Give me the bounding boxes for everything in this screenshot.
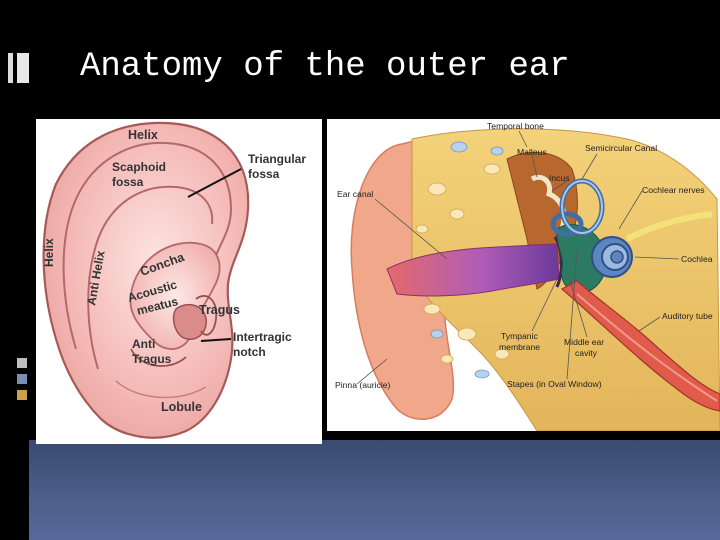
label-tragus: Tragus <box>199 303 240 317</box>
lobule-shape <box>115 380 207 399</box>
auditory-tube-highlight <box>576 293 718 402</box>
triangular-fossa-leader <box>187 168 242 198</box>
label-triangular: Triangular <box>248 152 306 166</box>
label-intertragic: Intertragic <box>233 330 292 344</box>
label-intertragic-notch: notch <box>233 345 266 359</box>
label-auditory-tube: Auditory tube <box>662 311 713 321</box>
ear-cross-section-diagram: Temporal bone Malleus Semicircular Canal… <box>335 121 720 432</box>
bone-texture <box>415 163 510 364</box>
outer-ear-diagram: Helix Scaphoid fossa Triangular fossa He… <box>42 121 306 439</box>
label-malleus: Malleus <box>517 147 547 157</box>
label-anti: Anti <box>132 337 155 351</box>
label-tympanic: Tympanic <box>501 331 538 341</box>
label-helix-side: Helix <box>42 238 56 267</box>
label-pinna: Pinna (auricle) <box>335 380 391 390</box>
antitragus-shape <box>130 348 187 367</box>
label-stapes: Stapes (in Oval Window) <box>507 379 602 389</box>
cochlea-shape <box>591 236 633 278</box>
cochlear-nerve-shape <box>625 211 713 242</box>
tympanic-membrane-shape <box>553 236 563 288</box>
outer-ear-diagram-panel: Helix Scaphoid fossa Triangular fossa He… <box>36 119 322 444</box>
label-scaphoid-fossa: fossa <box>112 175 144 189</box>
label-temporal-bone: Temporal bone <box>487 121 544 131</box>
label-lobule: Lobule <box>161 400 202 414</box>
title-accent-bar-outer <box>8 53 13 83</box>
label-semicircular-canal: Semicircular Canal <box>585 143 657 153</box>
label-middle-ear-cavity: cavity <box>575 348 598 358</box>
intertragic-notch-leader <box>200 338 232 342</box>
label-tympanic-membrane: membrane <box>499 342 540 352</box>
label-cochlear-nerves: Cochlear nerves <box>642 185 705 195</box>
helix-rim <box>62 141 233 350</box>
leader-lines <box>356 130 680 385</box>
side-accent-mark <box>17 374 27 384</box>
concha-bowl <box>129 241 221 350</box>
bottom-gradient-panel <box>29 440 720 540</box>
acoustic-meatus-opening <box>172 303 207 340</box>
left-margin-strip <box>0 0 29 540</box>
label-anti-tragus: Tragus <box>132 352 172 366</box>
label-ear-canal: Ear canal <box>337 189 373 199</box>
label-helix-top: Helix <box>128 128 158 142</box>
title-accent-bar <box>17 53 29 83</box>
label-cochlea: Cochlea <box>681 254 713 264</box>
side-accent-mark <box>17 358 27 368</box>
label-middle-ear: Middle ear <box>564 337 604 347</box>
antihelix-ridge <box>87 185 214 370</box>
label-scaphoid: Scaphoid <box>112 160 166 174</box>
side-accent-mark <box>17 390 27 400</box>
label-triangular-fossa: fossa <box>248 167 280 181</box>
slide-title: Anatomy of the outer ear <box>80 48 570 86</box>
tragus-shape <box>195 295 218 336</box>
ear-cross-section-panel: Temporal bone Malleus Semicircular Canal… <box>327 119 720 432</box>
label-incus: Incus <box>549 173 570 183</box>
